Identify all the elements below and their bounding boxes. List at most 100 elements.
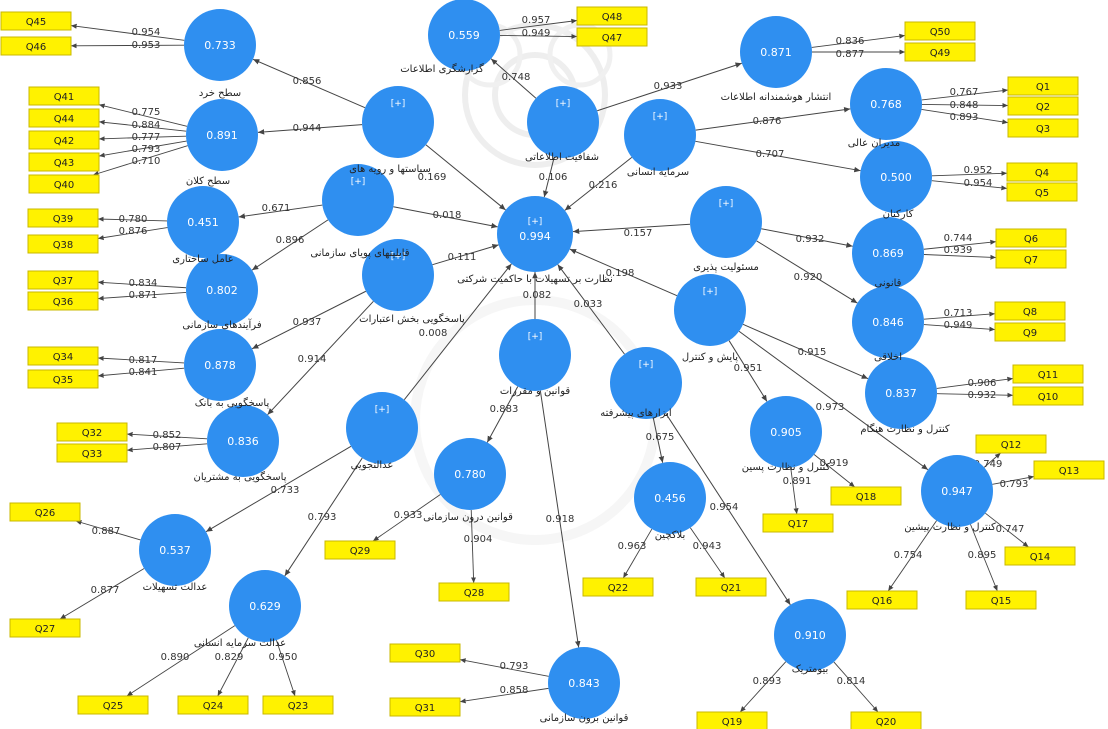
indicator-box-Q48[interactable]: Q48 xyxy=(576,6,648,26)
indicator-box-Q22[interactable]: Q22 xyxy=(582,577,654,597)
indicator-box-Q5[interactable]: Q5 xyxy=(1006,182,1078,202)
indicator-box-Q24[interactable]: Q24 xyxy=(177,695,249,715)
indicator-box-Q13[interactable]: Q13 xyxy=(1033,460,1105,480)
path-arrow-ghavanin-n780 xyxy=(486,386,519,443)
construct-node-shaf[interactable]: [+] xyxy=(527,86,599,158)
indicator-box-Q9[interactable]: Q9 xyxy=(994,322,1066,342)
indicator-box-Q50[interactable]: Q50 xyxy=(904,21,976,41)
construct-node-n843[interactable]: 0.843 xyxy=(548,647,620,719)
indicator-box-Q31[interactable]: Q31 xyxy=(389,697,461,717)
indicator-box-Q2[interactable]: Q2 xyxy=(1007,96,1079,116)
construct-node-n891[interactable]: 0.891 xyxy=(186,99,258,171)
indicator-box-Q41[interactable]: Q41 xyxy=(28,86,100,106)
indicator-box-Q17[interactable]: Q17 xyxy=(762,513,834,533)
indicator-box-Q19[interactable]: Q19 xyxy=(696,711,768,729)
expand-marker: [+] xyxy=(639,360,654,370)
indicator-box-Q10[interactable]: Q10 xyxy=(1012,386,1084,406)
path-coefficient-ghavanin-n843: 0.918 xyxy=(546,514,575,525)
indicator-box-Q35[interactable]: Q35 xyxy=(27,369,99,389)
path-arrow-payesh-n947 xyxy=(738,330,929,471)
construct-node-n559[interactable]: 0.559 xyxy=(428,0,500,71)
construct-node-n905[interactable]: 0.905 xyxy=(750,396,822,468)
indicator-box-Q29[interactable]: Q29 xyxy=(324,540,396,560)
indicator-box-Q14[interactable]: Q14 xyxy=(1004,546,1076,566)
construct-node-abzar[interactable]: [+] xyxy=(610,347,682,419)
construct-node-ghabel[interactable]: [+] xyxy=(322,164,394,236)
path-coefficient-pasokh-n878: 0.937 xyxy=(293,317,322,328)
construct-node-n733[interactable]: 0.733 xyxy=(184,9,256,81)
construct-node-n451[interactable]: 0.451 xyxy=(167,186,239,258)
construct-node-n836[interactable]: 0.836 xyxy=(207,405,279,477)
indicator-box-Q23[interactable]: Q23 xyxy=(262,695,334,715)
construct-node-center[interactable]: [+]0.994 xyxy=(497,196,573,272)
loading-value-Q13: 0.793 xyxy=(1000,479,1029,490)
construct-node-n500[interactable]: 0.500 xyxy=(860,141,932,213)
construct-node-n869[interactable]: 0.869 xyxy=(852,217,924,289)
construct-node-pasokh[interactable]: [+] xyxy=(362,239,434,311)
construct-node-n910[interactable]: 0.910 xyxy=(774,599,846,671)
indicator-box-Q30[interactable]: Q30 xyxy=(389,643,461,663)
indicator-box-Q25[interactable]: Q25 xyxy=(77,695,149,715)
construct-node-n878[interactable]: 0.878 xyxy=(184,329,256,401)
loading-value-Q32: 0.852 xyxy=(153,430,182,441)
indicator-box-Q36[interactable]: Q36 xyxy=(27,291,99,311)
indicator-box-Q32[interactable]: Q32 xyxy=(56,422,128,442)
indicator-box-Q3[interactable]: Q3 xyxy=(1007,118,1079,138)
r-squared-value: 0.451 xyxy=(187,216,219,229)
indicator-box-Q7[interactable]: Q7 xyxy=(995,249,1067,269)
indicator-label: Q16 xyxy=(872,596,893,607)
indicator-box-Q6[interactable]: Q6 xyxy=(995,228,1067,248)
indicator-box-Q42[interactable]: Q42 xyxy=(28,130,100,150)
construct-node-n947[interactable]: 0.947 xyxy=(921,455,993,527)
indicator-box-Q1[interactable]: Q1 xyxy=(1007,76,1079,96)
construct-node-n629[interactable]: 0.629 xyxy=(229,570,301,642)
indicator-box-Q16[interactable]: Q16 xyxy=(846,590,918,610)
indicator-box-Q34[interactable]: Q34 xyxy=(27,346,99,366)
indicator-label: Q23 xyxy=(288,701,309,712)
construct-node-n837[interactable]: 0.837 xyxy=(865,357,937,429)
construct-node-sarmaye[interactable]: [+] xyxy=(624,99,696,171)
indicator-box-Q15[interactable]: Q15 xyxy=(965,590,1037,610)
indicator-box-Q28[interactable]: Q28 xyxy=(438,582,510,602)
indicator-box-Q33[interactable]: Q33 xyxy=(56,443,128,463)
indicator-box-Q26[interactable]: Q26 xyxy=(9,502,81,522)
indicator-rect xyxy=(28,152,100,172)
construct-node-n456[interactable]: 0.456 xyxy=(634,462,706,534)
construct-label-n871: انتشار هوشمندانه اطلاعات xyxy=(721,92,832,103)
indicator-box-Q46[interactable]: Q46 xyxy=(0,36,72,56)
construct-node-n846[interactable]: 0.846 xyxy=(852,286,924,358)
indicator-box-Q21[interactable]: Q21 xyxy=(695,577,767,597)
construct-circle xyxy=(346,392,418,464)
indicator-box-Q39[interactable]: Q39 xyxy=(27,208,99,228)
indicator-box-Q37[interactable]: Q37 xyxy=(27,270,99,290)
construct-node-payesh[interactable]: [+] xyxy=(674,274,746,346)
indicator-box-Q11[interactable]: Q11 xyxy=(1012,364,1084,384)
construct-node-edalat[interactable]: [+] xyxy=(346,392,418,464)
indicator-box-Q8[interactable]: Q8 xyxy=(994,301,1066,321)
indicator-box-Q12[interactable]: Q12 xyxy=(975,434,1047,454)
construct-node-n537[interactable]: 0.537 xyxy=(139,514,211,586)
indicator-box-Q47[interactable]: Q47 xyxy=(576,27,648,47)
indicator-box-Q40[interactable]: Q40 xyxy=(28,174,100,194)
indicator-label: Q45 xyxy=(26,17,47,28)
construct-node-n802[interactable]: 0.802 xyxy=(186,254,258,326)
construct-node-masool[interactable]: [+] xyxy=(690,186,762,258)
loading-value-Q14: 0.747 xyxy=(996,524,1025,535)
construct-node-n871[interactable]: 0.871 xyxy=(740,16,812,88)
indicator-box-Q27[interactable]: Q27 xyxy=(9,618,81,638)
path-coefficient-masool-n846: 0.920 xyxy=(794,272,823,283)
indicator-box-Q44[interactable]: Q44 xyxy=(28,108,100,128)
construct-node-n780[interactable]: 0.780 xyxy=(434,438,506,510)
construct-node-ghavanin[interactable]: [+] xyxy=(499,319,571,391)
indicator-box-Q4[interactable]: Q4 xyxy=(1006,162,1078,182)
indicator-box-Q18[interactable]: Q18 xyxy=(830,486,902,506)
indicator-box-Q45[interactable]: Q45 xyxy=(0,11,72,31)
indicator-box-Q38[interactable]: Q38 xyxy=(27,234,99,254)
indicator-box-Q20[interactable]: Q20 xyxy=(850,711,922,729)
path-arrow-ghabel-n451 xyxy=(238,204,323,219)
construct-node-siasat[interactable]: [+] xyxy=(362,86,434,158)
indicator-box-Q43[interactable]: Q43 xyxy=(28,152,100,172)
construct-node-n768[interactable]: 0.768 xyxy=(850,68,922,140)
indicator-box-Q49[interactable]: Q49 xyxy=(904,42,976,62)
expand-marker: [+] xyxy=(351,177,366,187)
